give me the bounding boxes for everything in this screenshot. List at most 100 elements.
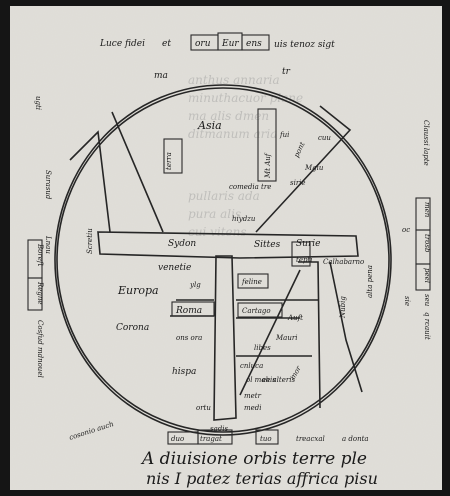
svg-text:minuthacuor plane: minuthacuor plane [188, 91, 303, 105]
place-name: Mt Auf [264, 152, 272, 179]
europa-region: Europa Scretiu Sydon venetie Roma Corona… [86, 228, 202, 377]
place-name: Corona [116, 323, 149, 333]
africa-river [329, 261, 363, 393]
margin-note: sie [403, 296, 411, 306]
top-caption-word: ens [246, 39, 262, 49]
place-name: Sittes [254, 240, 281, 250]
place-name: libes [254, 344, 271, 352]
place-name: Surie [296, 239, 320, 249]
place-name: venetie [158, 263, 191, 273]
left-margin-notes: Lnau Surasud ugti Boreft Regne Cosfud md… [27, 96, 52, 378]
margin-note: Lnau [44, 235, 52, 254]
bottom-note: treacxal [296, 435, 325, 443]
svg-text:cui vitens: cui vitens [188, 225, 247, 239]
label-box [291, 241, 311, 267]
top-caption: Luce fidei et oru Eur ens uis tenoz sigt [99, 32, 335, 51]
right-margin-notes: Claussi lapte men trosb peel seu sie q r… [402, 120, 431, 340]
place-name: terra [165, 152, 173, 170]
place-name: Mgiu [304, 164, 324, 172]
bottom-note: tuo [260, 435, 272, 443]
mediterranean-bar [97, 231, 359, 259]
label-box [237, 273, 269, 289]
asia-region: Asia terra Mt Auf fui cuu pont Mgiu siri… [165, 119, 331, 223]
asia-boundary-left [111, 111, 164, 233]
place-name: Calhabarno [323, 258, 364, 266]
body-text-line: nis I patez terias affrica pisu [146, 469, 378, 488]
label-box [237, 302, 283, 318]
africa-region: Sittes Surie tepti Calhabarno feline Car… [240, 239, 374, 412]
t-o-map [54, 84, 392, 436]
place-name: tepti [296, 256, 313, 264]
caption-box [197, 429, 233, 445]
bottom-note: ortu [196, 404, 211, 412]
place-name: ee alteris [262, 376, 295, 384]
place-name: Nubig [339, 296, 347, 319]
margin-note: men [423, 202, 431, 218]
margin-note: q rcauit [423, 312, 431, 340]
place-name: Cartago [242, 307, 271, 315]
place-name: hiydzu [232, 215, 256, 223]
bottom-note: a donta [342, 435, 369, 443]
place-name: Auft [287, 314, 303, 322]
bottom-note: tragat [200, 435, 222, 443]
label-box [257, 108, 277, 182]
bottom-note: sadis [210, 425, 228, 433]
margin-note: Surasud [44, 170, 52, 200]
place-name: metr [244, 392, 262, 400]
top-caption-word: et [162, 39, 171, 49]
svg-text:pullaris ada: pullaris ada [188, 189, 260, 203]
place-name: Roma [175, 306, 202, 316]
margin-note: ugti [34, 96, 42, 110]
top-caption-word: oru [195, 39, 211, 49]
map-mark: tr [282, 67, 291, 77]
margin-note: peel [423, 268, 431, 283]
mediterranean-stem [213, 255, 237, 421]
body-text-line: A diuisione orbis terre ple [140, 449, 367, 469]
margin-note: Regne [36, 281, 44, 305]
ocean-circle [56, 87, 390, 433]
label-box [171, 301, 215, 317]
place-name: Mauri [275, 334, 297, 342]
place-name: alta pena [366, 265, 374, 298]
continent-title: Europa [117, 284, 159, 297]
asia-boundary-right [255, 105, 352, 233]
continent-title: Asia [197, 119, 222, 132]
margin-note: Boreft [36, 243, 44, 266]
place-name: comedia tre [229, 183, 271, 191]
parchment [10, 6, 442, 490]
caption-box [255, 429, 279, 445]
africa-diagonal [239, 269, 301, 396]
margin-note: Cosfud mdnouel [36, 320, 44, 378]
place-name: hispa [172, 367, 196, 377]
top-caption-word: Luce fidei [99, 39, 145, 49]
top-caption-word: uis tenoz sigt [274, 40, 335, 50]
margin-note: trosb [423, 234, 431, 253]
bottom-note: duo [171, 435, 184, 443]
map-mark: ma [154, 71, 168, 81]
margin-box [27, 277, 43, 311]
svg-text:pura alis: pura alis [188, 207, 241, 221]
caption-box [241, 34, 270, 51]
label-box [163, 138, 183, 174]
place-name: fui [279, 131, 289, 139]
place-name: Sydon [168, 239, 196, 249]
margin-box [415, 263, 431, 291]
place-name: ylg [189, 281, 201, 289]
europe-spur [69, 130, 111, 233]
svg-text:anthus annaria: anthus annaria [188, 73, 280, 87]
margin-note: Claussi lapte [422, 120, 430, 166]
place-name: ol mahis [246, 376, 276, 384]
place-name: cnluca [240, 362, 263, 370]
margin-note: seu [423, 294, 431, 307]
place-name: cuu [318, 134, 331, 142]
place-name: feline [241, 278, 262, 286]
ocean-circle-outer [54, 84, 392, 436]
top-caption-word: Eur [221, 39, 239, 49]
africa-line [298, 261, 321, 409]
place-name: Scretiu [86, 228, 94, 254]
margin-note: oc [402, 226, 410, 234]
place-name: sirie [290, 179, 306, 187]
svg-text:ditmanum aria: ditmanum aria [188, 127, 277, 141]
bleed-through: anthus annaria minuthacuor plane ma alis… [188, 73, 303, 239]
